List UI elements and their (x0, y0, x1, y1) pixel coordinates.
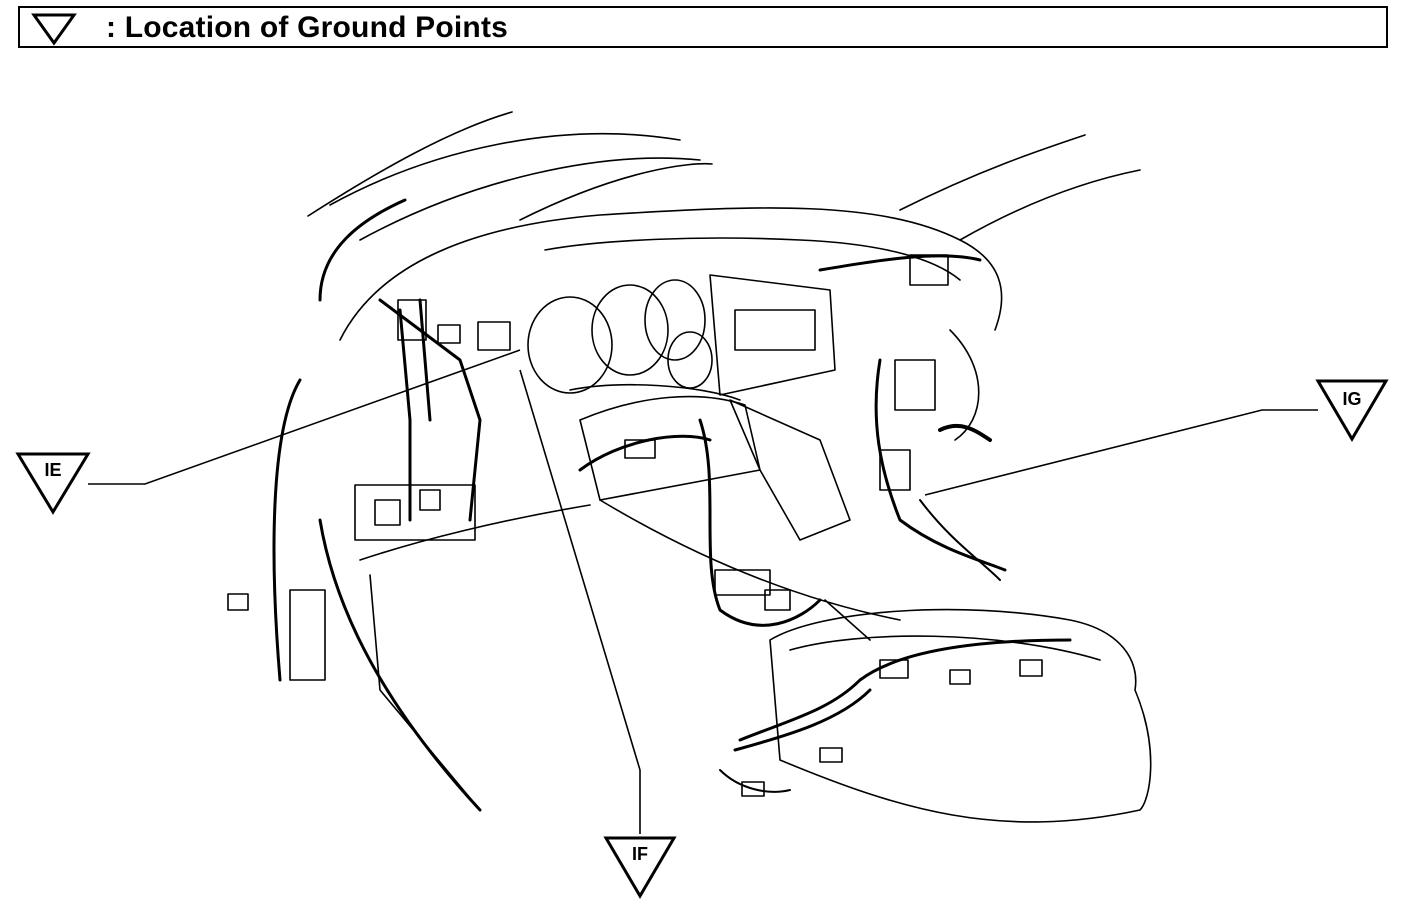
ground-point-ie: IE (15, 452, 91, 515)
ground-point-ig: IG (1315, 379, 1389, 442)
leader-line-ie (88, 349, 521, 485)
title-bar: : Location of Ground Points (18, 6, 1388, 48)
down-triangle-icon (31, 13, 77, 46)
ground-point-label-if: IF (632, 844, 648, 864)
ground-point-label-ig: IG (1342, 389, 1361, 409)
leader-line-ig (924, 409, 1318, 496)
ground-point-if: IF (603, 836, 677, 899)
leader-lines (88, 349, 1318, 834)
ground-point-label-ie: IE (44, 460, 61, 480)
page-title: : Location of Ground Points (106, 11, 509, 44)
leader-line-if (519, 369, 641, 834)
dashboard-illustration (227, 111, 1152, 823)
